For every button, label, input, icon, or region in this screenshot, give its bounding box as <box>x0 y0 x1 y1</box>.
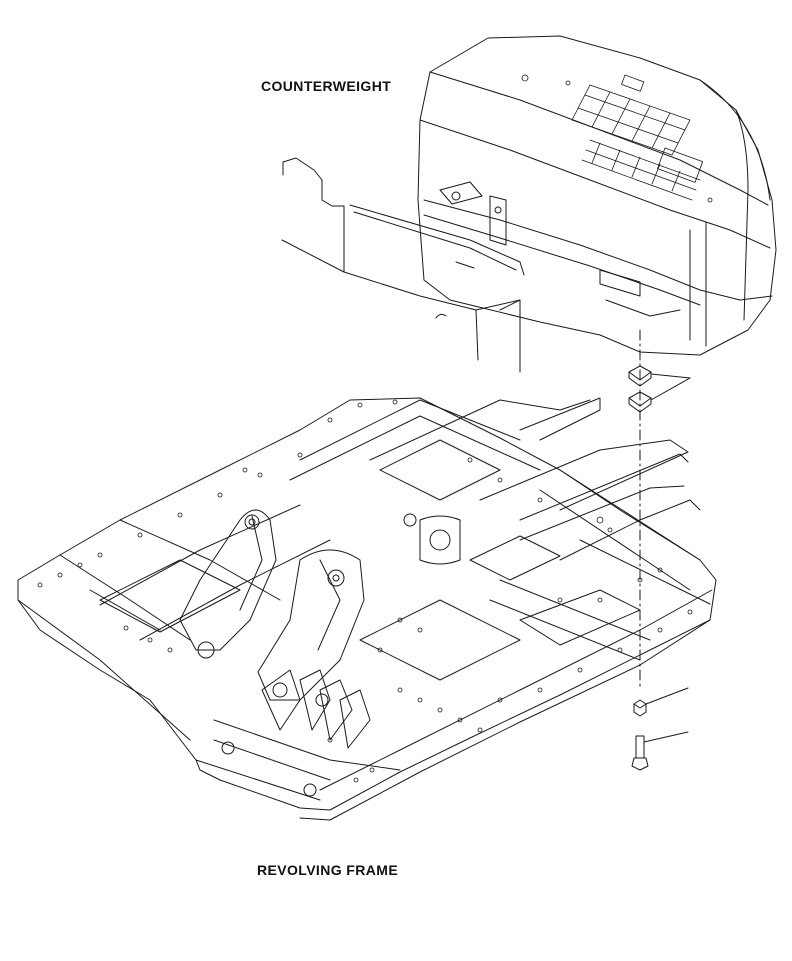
bolt <box>636 736 644 758</box>
counterweight <box>418 36 776 355</box>
revolving-frame-label: REVOLVING FRAME <box>257 862 399 878</box>
revolving-frame <box>18 398 716 820</box>
cylinder-mounts <box>196 670 400 800</box>
counterweight-vent-grid <box>522 75 712 202</box>
boom-foot-bracket <box>180 510 364 706</box>
cover-plate <box>282 158 524 372</box>
washer <box>634 700 646 708</box>
assembly-axis <box>629 330 690 770</box>
bolt-holes <box>38 400 692 782</box>
counterweight-label: COUNTERWEIGHT <box>261 78 392 94</box>
